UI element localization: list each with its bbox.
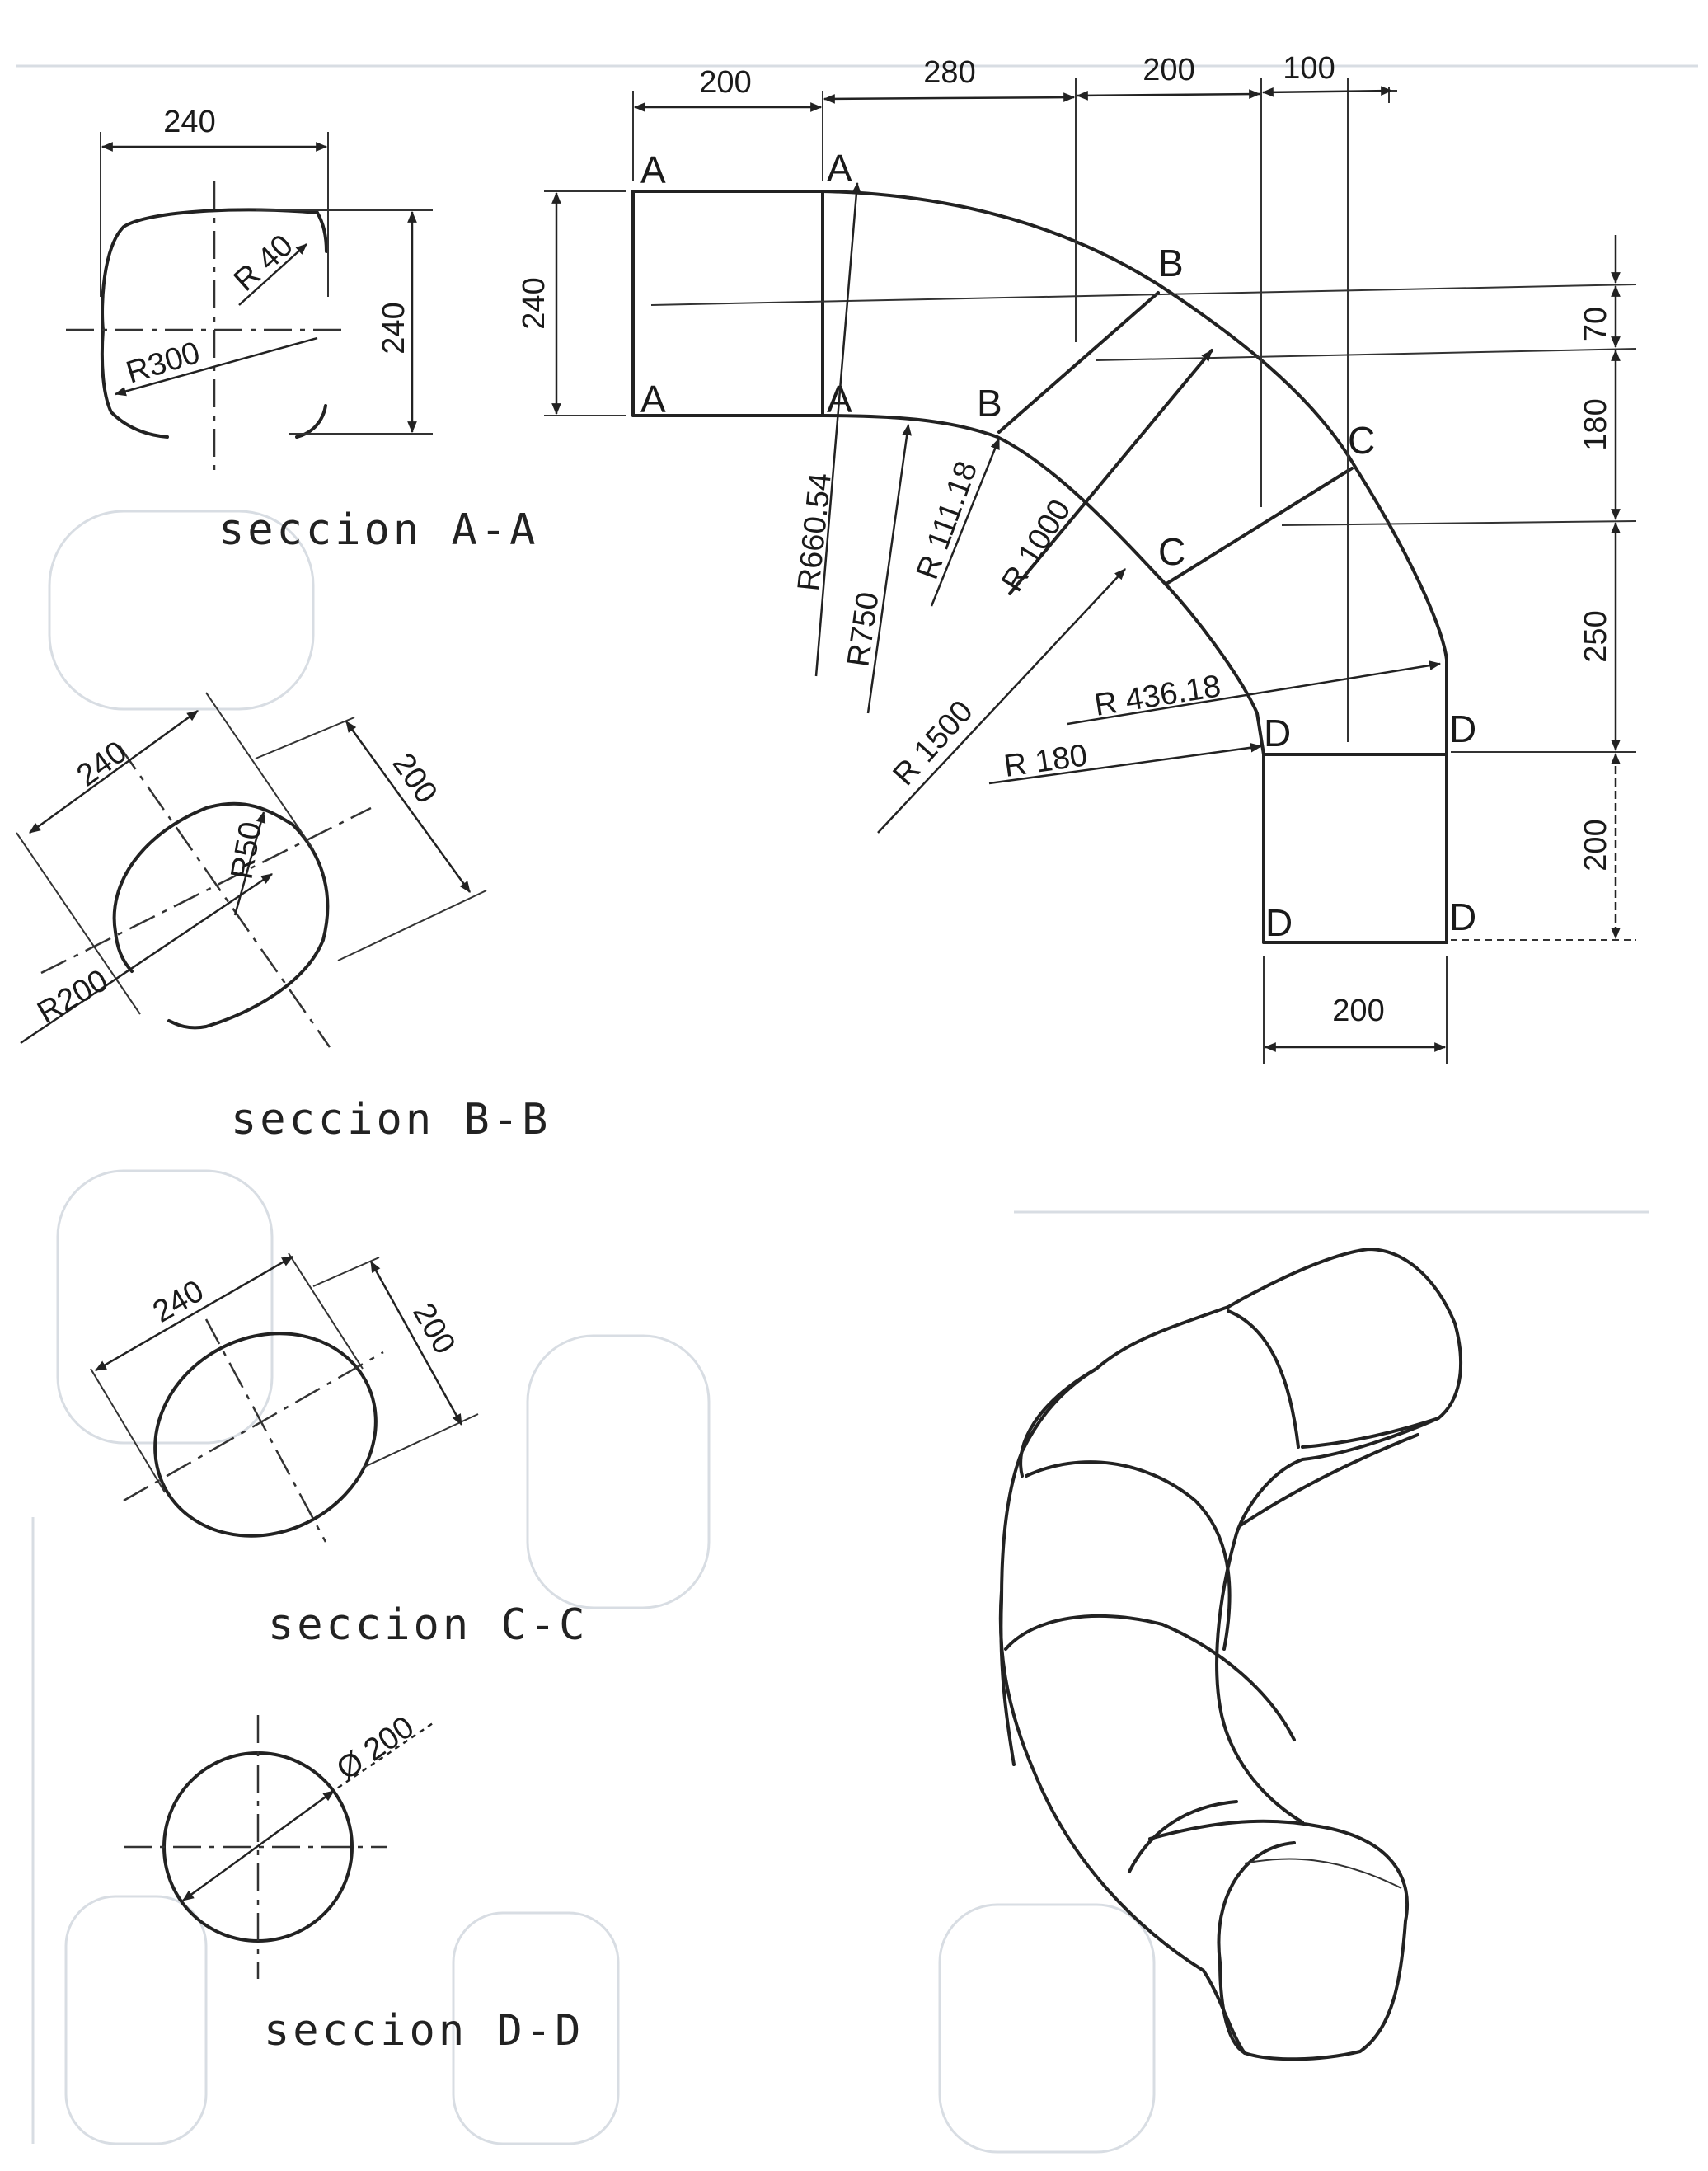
right-dim-1: 70 [1579,307,1613,341]
radius-label-r111: R 111.18 [910,457,984,584]
radius-label-r180: R 180 [1002,738,1089,784]
point-label-c1: C [1348,419,1375,462]
section-c-title: seccion C-C [268,1600,588,1650]
point-label-b2: B [977,382,1002,425]
radius-label-r436: R 436.18 [1092,669,1223,723]
point-label-c2: C [1158,530,1185,573]
background-ghost-marks [16,64,1698,2154]
section-c-c: 240 200 seccion C-C [90,1252,588,1650]
point-label-d1: D [1264,712,1291,754]
right-dim-3: 250 [1579,610,1613,662]
section-a-r-corner-label: R 40 [228,228,300,298]
section-a-width-label: 240 [163,105,215,139]
point-label-d4: D [1449,895,1476,938]
section-a-r-side-label: R300 [122,336,204,391]
point-label-d2: D [1449,707,1476,750]
top-dim-4: 100 [1283,51,1335,86]
section-d-title: seccion D-D [264,2006,584,2056]
section-b-r-side-label: R200 [32,963,115,1031]
right-dim-2: 180 [1579,398,1613,450]
section-a-a: 240 240 R 40 R300 seccion A-A [66,105,538,555]
radius-label-r1000: R 1000 [995,494,1078,598]
section-a-title: seccion A-A [218,505,538,555]
point-label-a3: A [640,378,666,421]
top-dim-1: 200 [699,65,751,100]
point-label-d3: D [1265,901,1293,944]
radius-label-r750: R750 [841,590,885,669]
bottom-dim: 200 [1332,994,1384,1028]
section-a-height-label: 240 [377,302,411,354]
section-d-d: Ø 200 seccion D-D [124,1710,584,2056]
section-c-height-label: 200 [406,1298,462,1360]
section-b-b: 240 200 R50 R200 seccion B-B [16,692,551,1144]
right-dim-4: 200 [1579,819,1613,871]
top-dim-3: 200 [1143,53,1194,87]
top-dim-2: 280 [923,55,975,90]
section-d-diameter-label: Ø 200 [331,1710,420,1788]
elbow-isometric-view [998,1248,1463,2061]
point-label-a2: A [827,147,852,190]
point-label-b1: B [1158,242,1184,284]
section-b-height-label: 200 [386,747,444,810]
section-c-width-label: 240 [148,1274,210,1330]
radius-label-r1500: R 1500 [886,694,979,792]
section-b-r-corner-label: R50 [225,820,269,882]
point-label-a1: A [640,148,666,191]
elbow-plan-view: 200 280 200 100 240 70 180 250 200 200 A… [517,51,1637,1064]
left-dim: 240 [517,277,551,329]
section-b-title: seccion B-B [231,1095,551,1144]
section-b-width-label: 240 [71,735,134,793]
radius-label-r660: R660.54 [791,472,838,593]
